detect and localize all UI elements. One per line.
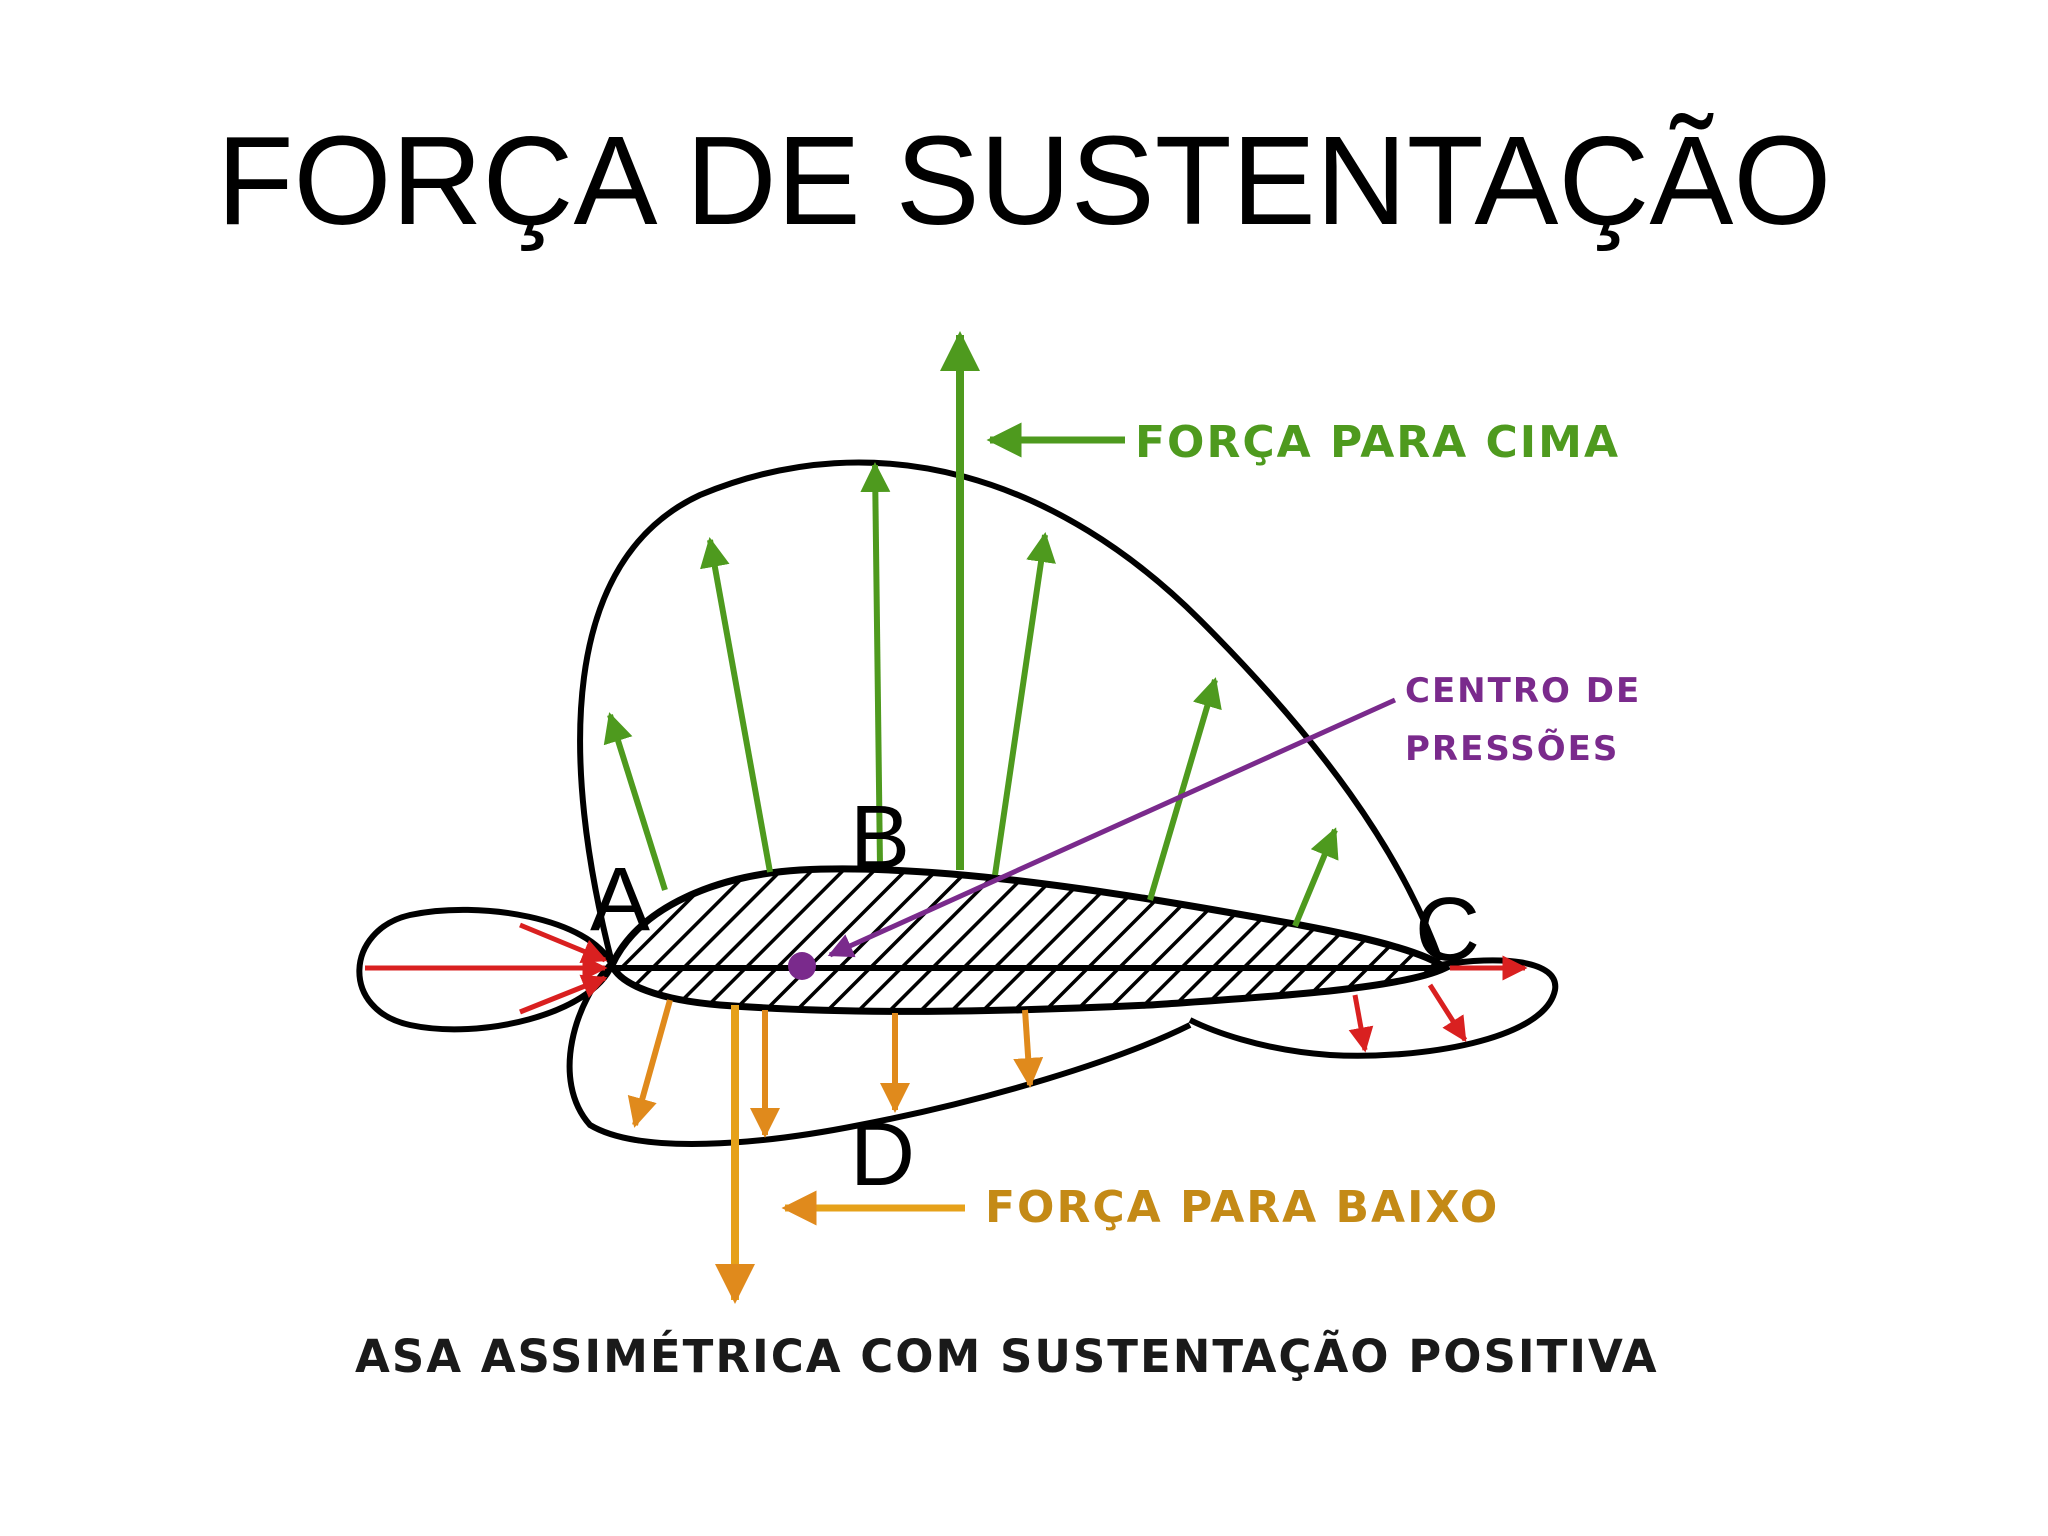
leading-edge-lobe — [356, 906, 616, 1033]
upper-pressure-envelope — [577, 459, 1443, 964]
rear-arrow — [1427, 983, 1468, 1043]
up-arrow — [860, 462, 891, 867]
up-arrow — [992, 532, 1056, 876]
front-arrow — [519, 922, 608, 963]
downward-pressure-arrows — [627, 999, 1044, 1138]
diagram-caption: ASA ASSIMÉTRICA COM SUSTENTAÇÃO POSITIVA — [355, 1330, 1659, 1383]
upward-pressure-arrows — [603, 462, 1339, 928]
up-arrow — [603, 712, 668, 891]
down-arrow — [1013, 1009, 1044, 1088]
front-arrow — [519, 974, 608, 1015]
airfoil-section — [608, 865, 1452, 1015]
slide-title: FORÇA DE SUSTENTAÇÃO — [216, 110, 1832, 251]
point-c-label: C — [1415, 880, 1480, 980]
trailing-edge-arrows — [1348, 955, 1528, 1053]
point-d-label: D — [850, 1105, 915, 1205]
pressure-center-label-line2: PRESSÕES — [1405, 728, 1619, 769]
pressure-center-pointer — [827, 697, 1397, 958]
lower-pressure-envelope — [566, 960, 1192, 1147]
point-a-label: A — [590, 850, 650, 950]
down-arrow — [627, 999, 673, 1128]
pressure-center-dot — [788, 952, 816, 980]
rear-arrow — [1348, 994, 1374, 1053]
leading-edge-arrows — [365, 922, 608, 1015]
up-arrow — [1147, 677, 1222, 901]
up-arrow — [1292, 827, 1339, 928]
point-b-label: B — [850, 788, 910, 888]
pressure-center-label-line1: CENTRO DE — [1405, 671, 1641, 711]
up-force-label: FORÇA PARA CIMA — [1135, 417, 1620, 468]
down-force-label: FORÇA PARA BAIXO — [985, 1182, 1499, 1233]
trailing-edge-lobe — [1188, 957, 1559, 1059]
up-arrow — [700, 537, 773, 873]
